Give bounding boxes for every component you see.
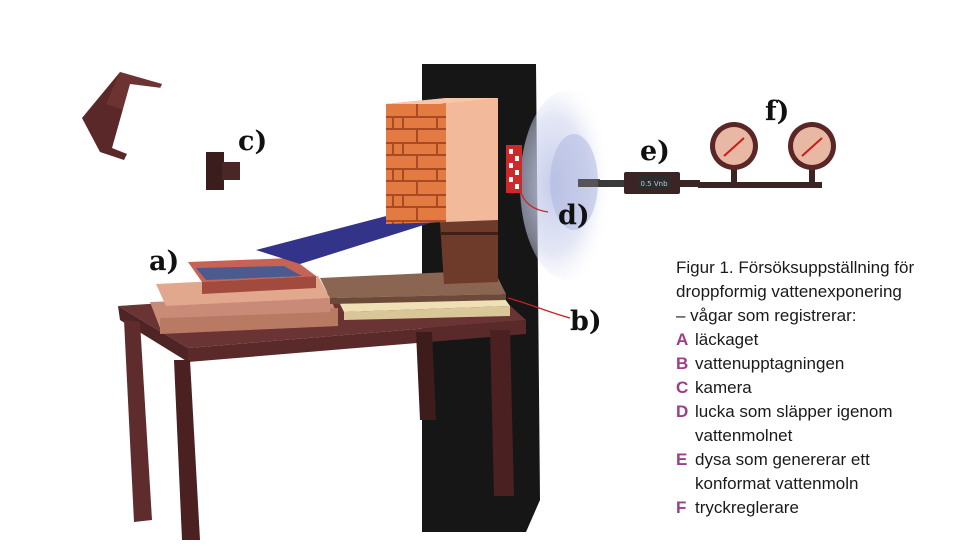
legend-item-a: A läckaget <box>676 328 976 352</box>
legend-text: lucka som släpper igenom <box>695 402 893 421</box>
light-box <box>82 72 162 160</box>
caption-title: Figur 1. Försöksuppställning för droppfo… <box>676 256 976 328</box>
caption-title-line: – vågar som registrerar: <box>676 306 857 325</box>
legend-text: läckaget <box>695 330 759 349</box>
caption-title-line: droppformig vattenexponering <box>676 282 902 301</box>
water-spray-core <box>550 134 598 230</box>
leader-d <box>519 189 549 213</box>
label-f: f) <box>765 96 789 127</box>
legend-text: kamera <box>695 378 752 397</box>
figure-caption: Figur 1. Försöksuppställning för droppfo… <box>676 256 976 520</box>
pressure-gauge-right <box>788 122 836 184</box>
nozzle-display: 0.5 Vnb <box>640 180 668 188</box>
label-b: b) <box>570 306 602 337</box>
pressure-gauge-left <box>710 122 758 184</box>
caption-title-line: Figur 1. Försöksuppställning för <box>676 258 915 277</box>
legend-item-e: E dysa som genererar ett konformat vatte… <box>676 448 976 496</box>
legend-item-f: F tryckreglerare <box>676 496 976 520</box>
legend-key: C <box>676 378 689 397</box>
receiving-box <box>440 214 498 284</box>
legend-key: E <box>676 450 688 469</box>
legend-text: vattenupptagningen <box>695 354 845 373</box>
legend-key: F <box>676 498 687 517</box>
brick-specimen <box>386 98 498 224</box>
label-e: e) <box>640 136 670 167</box>
legend-key: A <box>676 330 689 349</box>
legend-item-b: B vattenupptagningen <box>676 352 976 376</box>
legend-key: D <box>676 402 689 421</box>
legend-text: vattenmolnet <box>695 426 793 445</box>
scale-a-stack <box>150 258 338 334</box>
camera <box>206 152 240 190</box>
leader-b <box>507 297 571 319</box>
legend-text: dysa som genererar ett <box>695 450 870 469</box>
hatch <box>506 145 522 193</box>
label-d: d) <box>558 200 590 231</box>
legend-text: konformat vattenmoln <box>695 474 859 493</box>
legend-item-c: C kamera <box>676 376 976 400</box>
nozzle-assembly: 0.5 Vnb <box>578 172 822 194</box>
label-a: a) <box>149 246 179 277</box>
ramp <box>256 214 446 264</box>
legend-item-d: D lucka som släpper igenom vattenmolnet <box>676 400 976 448</box>
label-c: c) <box>238 126 267 157</box>
legend-text: tryckreglerare <box>695 498 799 517</box>
legend-key: B <box>676 354 689 373</box>
caption-legend: A läckaget B vattenupptagningen C kamera… <box>676 328 976 520</box>
